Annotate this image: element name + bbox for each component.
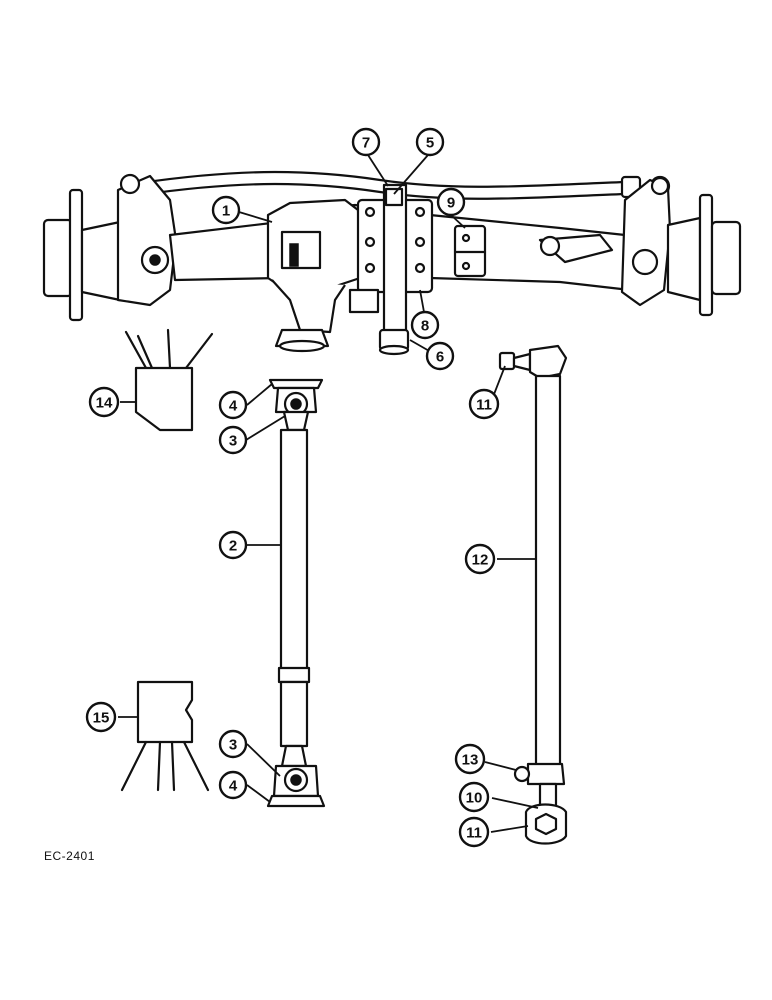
callout-7-label: 7 <box>362 135 370 152</box>
drive-shaft-tube <box>279 428 309 672</box>
bracket-part-15 <box>120 680 210 792</box>
callout-10: 10 <box>458 781 490 813</box>
bracket-part-14 <box>124 328 214 432</box>
callout-15: 15 <box>85 701 117 733</box>
callout-5: 5 <box>415 127 445 157</box>
center-pivot-mount <box>348 183 434 356</box>
tie-rod-tube <box>534 374 562 768</box>
figure-code: EC-2401 <box>44 849 95 863</box>
callout-11-upper-label: 11 <box>476 397 492 414</box>
callout-4-lower: 4 <box>218 770 248 800</box>
leader-lines <box>118 154 539 833</box>
left-wheel-hub <box>42 188 122 322</box>
callout-11-lower: 11 <box>458 816 490 848</box>
callout-14: 14 <box>88 386 120 418</box>
callout-14-label: 14 <box>96 395 113 412</box>
tie-rod-assembly <box>498 344 568 845</box>
right-wheel-hub <box>666 193 742 317</box>
callout-13: 13 <box>454 743 486 775</box>
callout-5-label: 5 <box>426 135 434 152</box>
front-axle-assembly <box>42 170 742 356</box>
callout-2-label: 2 <box>229 538 237 555</box>
callout-11-lower-label: 11 <box>466 825 482 842</box>
callout-1: 1 <box>211 195 241 225</box>
callout-4-lower-label: 4 <box>229 778 238 795</box>
callout-3-upper: 3 <box>218 425 248 455</box>
callout-12-label: 12 <box>472 552 489 569</box>
right-steering-knuckle <box>620 176 672 307</box>
callout-10-label: 10 <box>466 790 483 807</box>
callout-13-label: 13 <box>462 752 479 769</box>
callout-8: 8 <box>410 310 440 340</box>
callout-6: 6 <box>425 341 455 371</box>
callout-1-label: 1 <box>222 203 230 220</box>
callout-12: 12 <box>464 543 496 575</box>
callout-4-upper: 4 <box>218 390 248 420</box>
callout-15-label: 15 <box>93 710 110 727</box>
tie-rod <box>138 170 627 188</box>
callout-11-upper: 11 <box>468 388 500 420</box>
callout-3-upper-label: 3 <box>229 433 237 450</box>
differential-housing <box>266 198 362 353</box>
callout-9-label: 9 <box>447 195 455 212</box>
drive-shaft-assembly <box>266 378 326 808</box>
callout-7: 7 <box>351 127 381 157</box>
callout-2: 2 <box>218 530 248 560</box>
left-steering-knuckle <box>116 173 178 307</box>
callout-3-lower-label: 3 <box>229 737 237 754</box>
callout-8-label: 8 <box>421 318 429 335</box>
callout-3-lower: 3 <box>218 729 248 759</box>
axle-bracket <box>453 224 487 278</box>
callout-4-upper-label: 4 <box>229 398 238 415</box>
callout-6-label: 6 <box>436 349 444 366</box>
callout-9: 9 <box>436 187 466 217</box>
